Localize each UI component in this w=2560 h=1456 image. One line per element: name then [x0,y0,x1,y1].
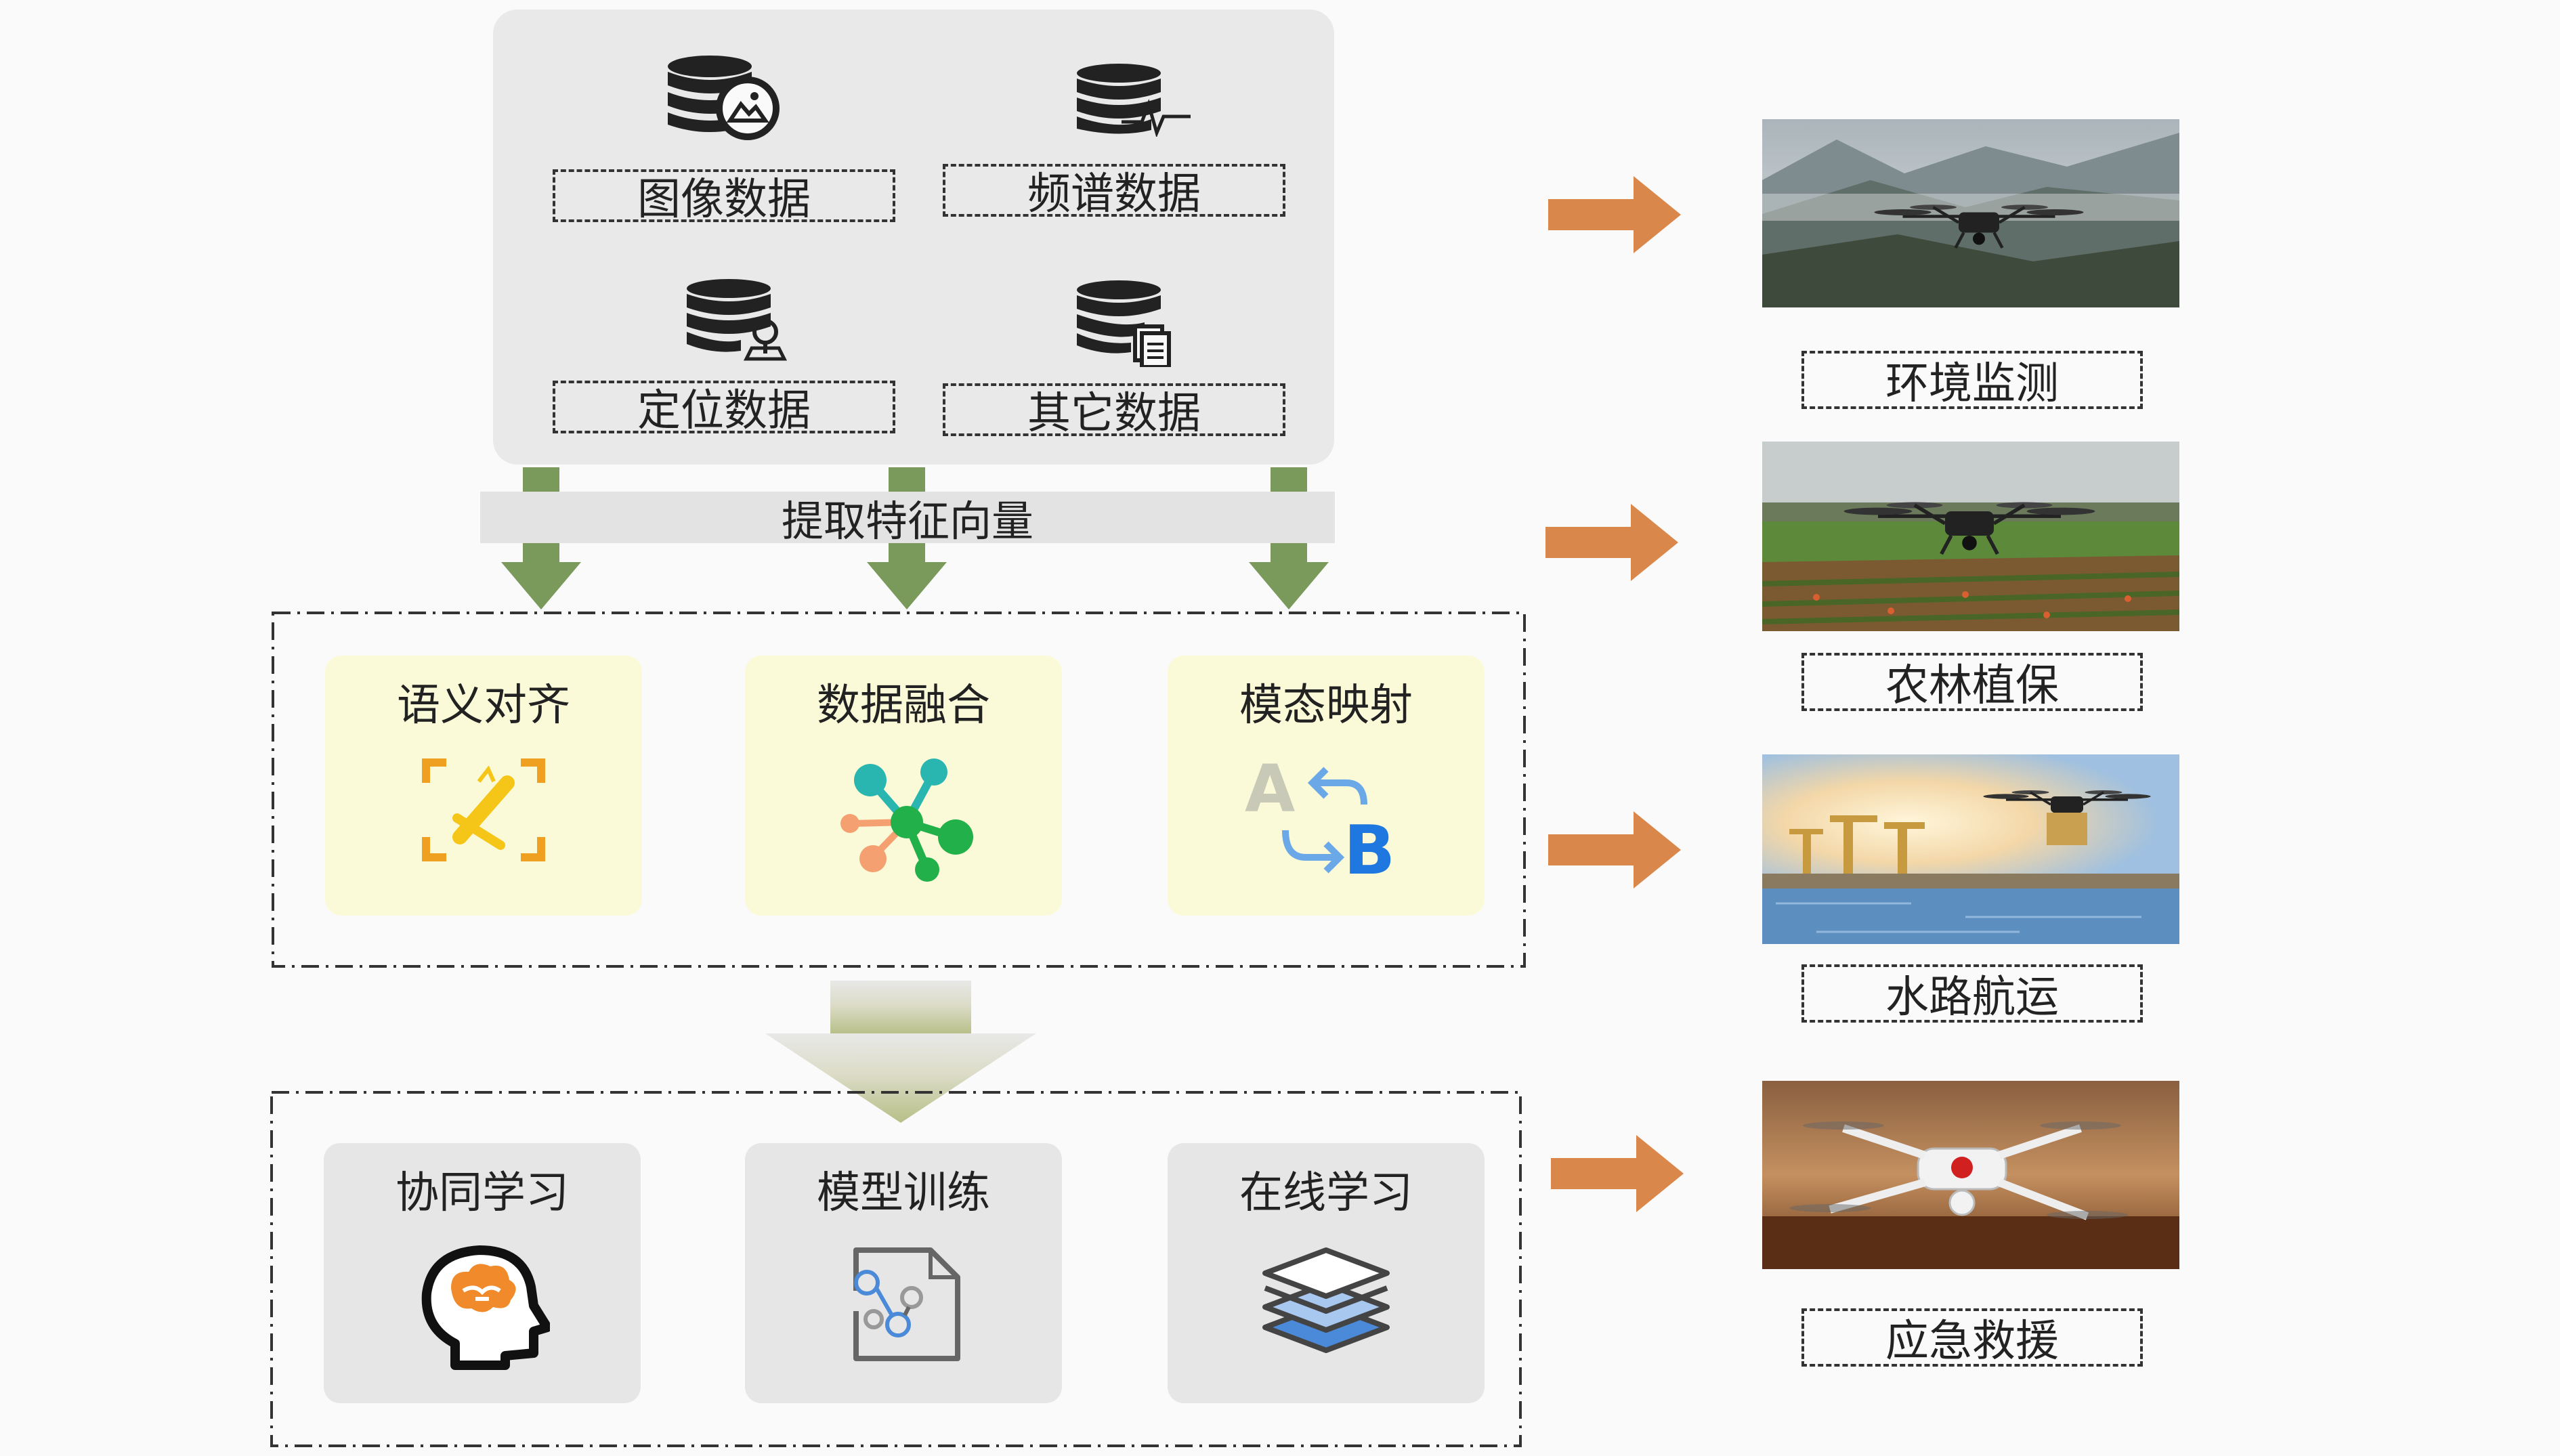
fusion-card-data-fusion: 数据融合 [745,656,1062,916]
learning-card-title: 协同学习 [396,1168,569,1218]
app-label-environment: 环境监测 [1801,351,2143,409]
fusion-card-title: 模态映射 [1239,681,1413,731]
source-label-other: 其它数据 [943,383,1285,439]
source-label-spectrum: 频谱数据 [943,164,1285,219]
data-fusion-network-icon [840,758,973,882]
orange-right-arrow-4 [1551,1135,1684,1212]
orange-right-arrow-2 [1545,504,1678,581]
app-image-environment [1762,119,2179,307]
drone-farmland-illustration [1762,442,2179,631]
modal-mapping-a-to-b-icon: A B [1245,756,1395,878]
data-sources-panel: 图像数据 频谱数据 定位数据 其它数据 [493,9,1334,465]
database-waveform-icon [1077,64,1191,137]
svg-text:B: B [1344,811,1395,878]
source-label-location: 定位数据 [553,381,895,436]
app-image-emergency [1762,1081,2179,1269]
fusion-card-title: 数据融合 [817,681,990,731]
app-label-waterway: 水路航运 [1801,964,2143,1023]
app-image-waterway [1762,754,2179,944]
extract-feature-bar: 提取特征向量 [480,492,1335,546]
collaborative-brain-icon [421,1245,550,1370]
svg-text:A: A [1245,756,1295,827]
database-document-icon [1077,280,1171,367]
learning-card-title: 在线学习 [1239,1168,1413,1218]
drone-field-illustration [1762,1081,2179,1269]
database-image-icon [668,56,780,140]
learning-card-model-training: 模型训练 [745,1143,1062,1403]
fusion-frame [272,612,1526,968]
app-label-emergency: 应急救援 [1801,1308,2143,1367]
app-label-agriculture: 农林植保 [1801,653,2143,711]
fusion-card-modal-mapping: 模态映射 A B [1168,656,1485,916]
source-label-image: 图像数据 [553,169,895,225]
layers-stack-icon [1262,1247,1390,1353]
learning-card-collaborative: 协同学习 [324,1143,641,1403]
database-location-icon [687,279,788,361]
orange-right-arrow-3 [1548,811,1681,888]
learning-card-title: 模型训练 [817,1168,990,1218]
semantic-align-icon [422,758,545,861]
model-training-doc-icon [849,1247,960,1361]
learning-card-online: 在线学习 [1168,1143,1485,1403]
drone-mountains-illustration [1762,119,2179,307]
fusion-card-semantic-align: 语义对齐 [325,656,642,916]
app-image-agriculture [1762,442,2179,631]
orange-right-arrow-1 [1548,176,1681,253]
fusion-card-title: 语义对齐 [397,681,570,731]
funnel-down-arrow [765,981,1036,1123]
learning-frame [270,1091,1522,1447]
drone-port-illustration [1762,754,2179,944]
